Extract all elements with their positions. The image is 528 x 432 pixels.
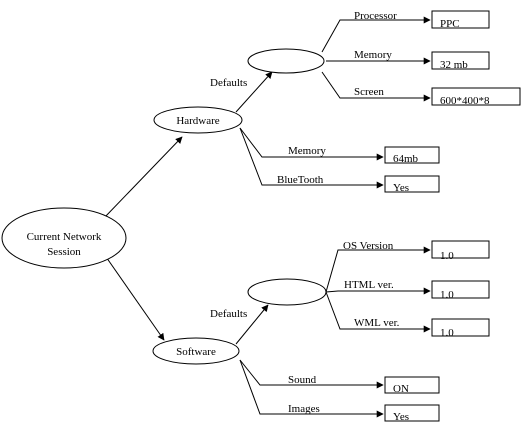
node-software-label: Software [176, 346, 216, 358]
edge-sound [239, 359, 384, 389]
label-html-ver: HTML ver. [344, 279, 394, 291]
edge-software-defaults [235, 304, 269, 345]
value-bluetooth: Yes [393, 182, 409, 194]
edge-root-hardware [103, 136, 183, 219]
label-os-version: OS Version [343, 240, 394, 252]
value-box-bluetooth: Yes [384, 175, 440, 194]
value-images: Yes [393, 411, 409, 423]
edge-wml-ver [325, 291, 431, 333]
edge-hardware-memory [239, 127, 384, 161]
value-box-wml-ver: 1.0 [431, 318, 490, 339]
value-html-ver: 1.0 [440, 289, 454, 301]
edge-screen [321, 71, 431, 102]
value-box-html-ver: 1.0 [431, 280, 490, 301]
node-software: Software [152, 337, 240, 365]
label-screen: Screen [354, 86, 384, 98]
edge-hardware-defaults [235, 71, 273, 113]
node-software-defaults [247, 278, 327, 306]
value-box-os-version: 1.0 [431, 240, 490, 262]
value-box-screen: 600*400*8 [431, 87, 521, 107]
value-box-processor: PPC [431, 10, 490, 30]
label-images: Images [288, 403, 320, 415]
value-screen: 600*400*8 [440, 95, 490, 107]
label-processor: Processor [354, 10, 397, 22]
node-hardware-defaults [247, 48, 325, 74]
label-software-defaults: Defaults [210, 308, 247, 320]
node-hardware-label: Hardware [176, 115, 219, 127]
node-root-label-line1: Current Network [27, 231, 102, 243]
node-root: Current Network Session [1, 207, 127, 269]
edge-processor [321, 16, 431, 53]
label-hardware-defaults: Defaults [210, 77, 247, 89]
node-hardware: Hardware [153, 106, 243, 134]
label-hardware-memory: Memory [288, 145, 326, 157]
value-processor: PPC [440, 18, 460, 30]
edge-bluetooth [239, 127, 384, 189]
value-hardware-memory: 64mb [393, 153, 419, 165]
edge-labels: Defaults Defaults Processor Memory Scree… [210, 10, 400, 415]
value-os-version: 1.0 [440, 250, 454, 262]
value-wml-ver: 1.0 [440, 327, 454, 339]
value-boxes: PPC 32 mb 600*400*8 64mb Yes 1.0 1.0 1. [384, 10, 521, 423]
edge-root-software [103, 253, 165, 341]
edges [103, 16, 431, 418]
edge-os-version [325, 246, 431, 293]
label-sound: Sound [288, 374, 317, 386]
value-hw-defaults-memory: 32 mb [440, 59, 468, 71]
value-box-images: Yes [384, 404, 440, 423]
value-box-hardware-memory: 64mb [384, 146, 440, 165]
edge-html-ver [325, 287, 431, 295]
value-box-hw-defaults-memory: 32 mb [431, 51, 490, 71]
edge-images [239, 359, 384, 418]
label-wml-ver: WML ver. [354, 317, 400, 329]
node-root-label-line2: Session [47, 246, 81, 258]
label-bluetooth: BlueTooth [277, 174, 324, 186]
label-hw-defaults-memory: Memory [354, 49, 392, 61]
value-sound: ON [393, 383, 409, 395]
value-box-sound: ON [384, 376, 440, 395]
